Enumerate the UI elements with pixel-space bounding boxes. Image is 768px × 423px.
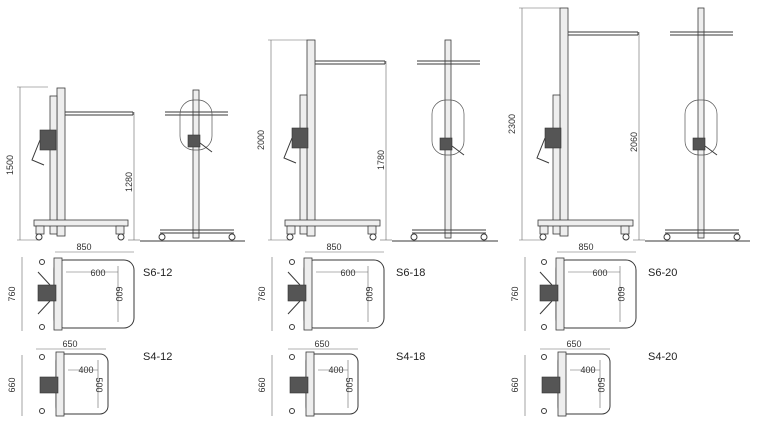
platform-height-dim: 1280 (124, 172, 134, 192)
base-width-dim: 660 (257, 377, 267, 392)
total-height-dim: 2300 (507, 114, 517, 134)
base-width-dim: 760 (7, 286, 17, 301)
inner-length-dim: 400 (328, 365, 343, 375)
column-3: 2300 2060 (507, 7, 750, 417)
side-view-2: 2000 1780 (256, 39, 392, 241)
front-view-3 (645, 7, 750, 242)
base-length-dim: 650 (566, 339, 581, 349)
base-length-dim: 850 (326, 242, 341, 252)
inner-width-dim: 500 (94, 377, 104, 392)
column-2: 2000 1780 (256, 39, 498, 417)
model-label-s6: S6-12 (143, 267, 172, 279)
column-1: 1500 1280 (5, 86, 245, 417)
inner-width-dim: 500 (596, 377, 606, 392)
base-length-dim: 850 (76, 242, 91, 252)
front-view-1 (140, 89, 245, 242)
inner-length-dim: 400 (78, 365, 93, 375)
inner-width-dim: 500 (344, 377, 354, 392)
base-length-dim: 650 (314, 339, 329, 349)
inner-width-dim: 600 (616, 286, 626, 301)
base-width-dim: 760 (257, 286, 267, 301)
top-view-s4-2: 650 660 400 500 S4-18 (257, 339, 425, 417)
base-width-dim: 760 (510, 286, 520, 301)
inner-length-dim: 400 (580, 365, 595, 375)
inner-length-dim: 600 (340, 268, 355, 278)
base-length-dim: 850 (578, 242, 593, 252)
top-view-s6-1: 850 760 600 600 S6-12 (7, 242, 172, 331)
model-label-s4: S4-20 (648, 351, 677, 363)
front-view-2 (392, 39, 498, 242)
side-view-3: 2300 2060 (507, 7, 645, 241)
base-width-dim: 660 (510, 377, 520, 392)
total-height-dim: 1500 (5, 155, 15, 175)
model-label-s4: S4-18 (396, 351, 425, 363)
base-length-dim: 650 (62, 339, 77, 349)
base-width-dim: 660 (7, 377, 17, 392)
inner-width-dim: 600 (364, 286, 374, 301)
total-height-dim: 2000 (256, 130, 266, 150)
inner-length-dim: 600 (90, 268, 105, 278)
inner-width-dim: 600 (114, 286, 124, 301)
platform-height-dim: 2060 (629, 132, 639, 152)
platform-height-dim: 1780 (376, 150, 386, 170)
model-label-s6: S6-20 (648, 267, 677, 279)
top-view-s4-3: 650 660 400 500 S4-20 (510, 339, 677, 417)
model-label-s4: S4-12 (143, 351, 172, 363)
top-view-s6-3: 850 760 600 600 S6-20 (510, 242, 677, 331)
top-view-s4-1: 650 660 400 500 S4-12 (7, 339, 172, 417)
model-label-s6: S6-18 (396, 267, 425, 279)
side-view-1: 1500 1280 (5, 86, 140, 241)
inner-length-dim: 600 (592, 268, 607, 278)
top-view-s6-2: 850 760 600 600 S6-18 (257, 242, 425, 331)
